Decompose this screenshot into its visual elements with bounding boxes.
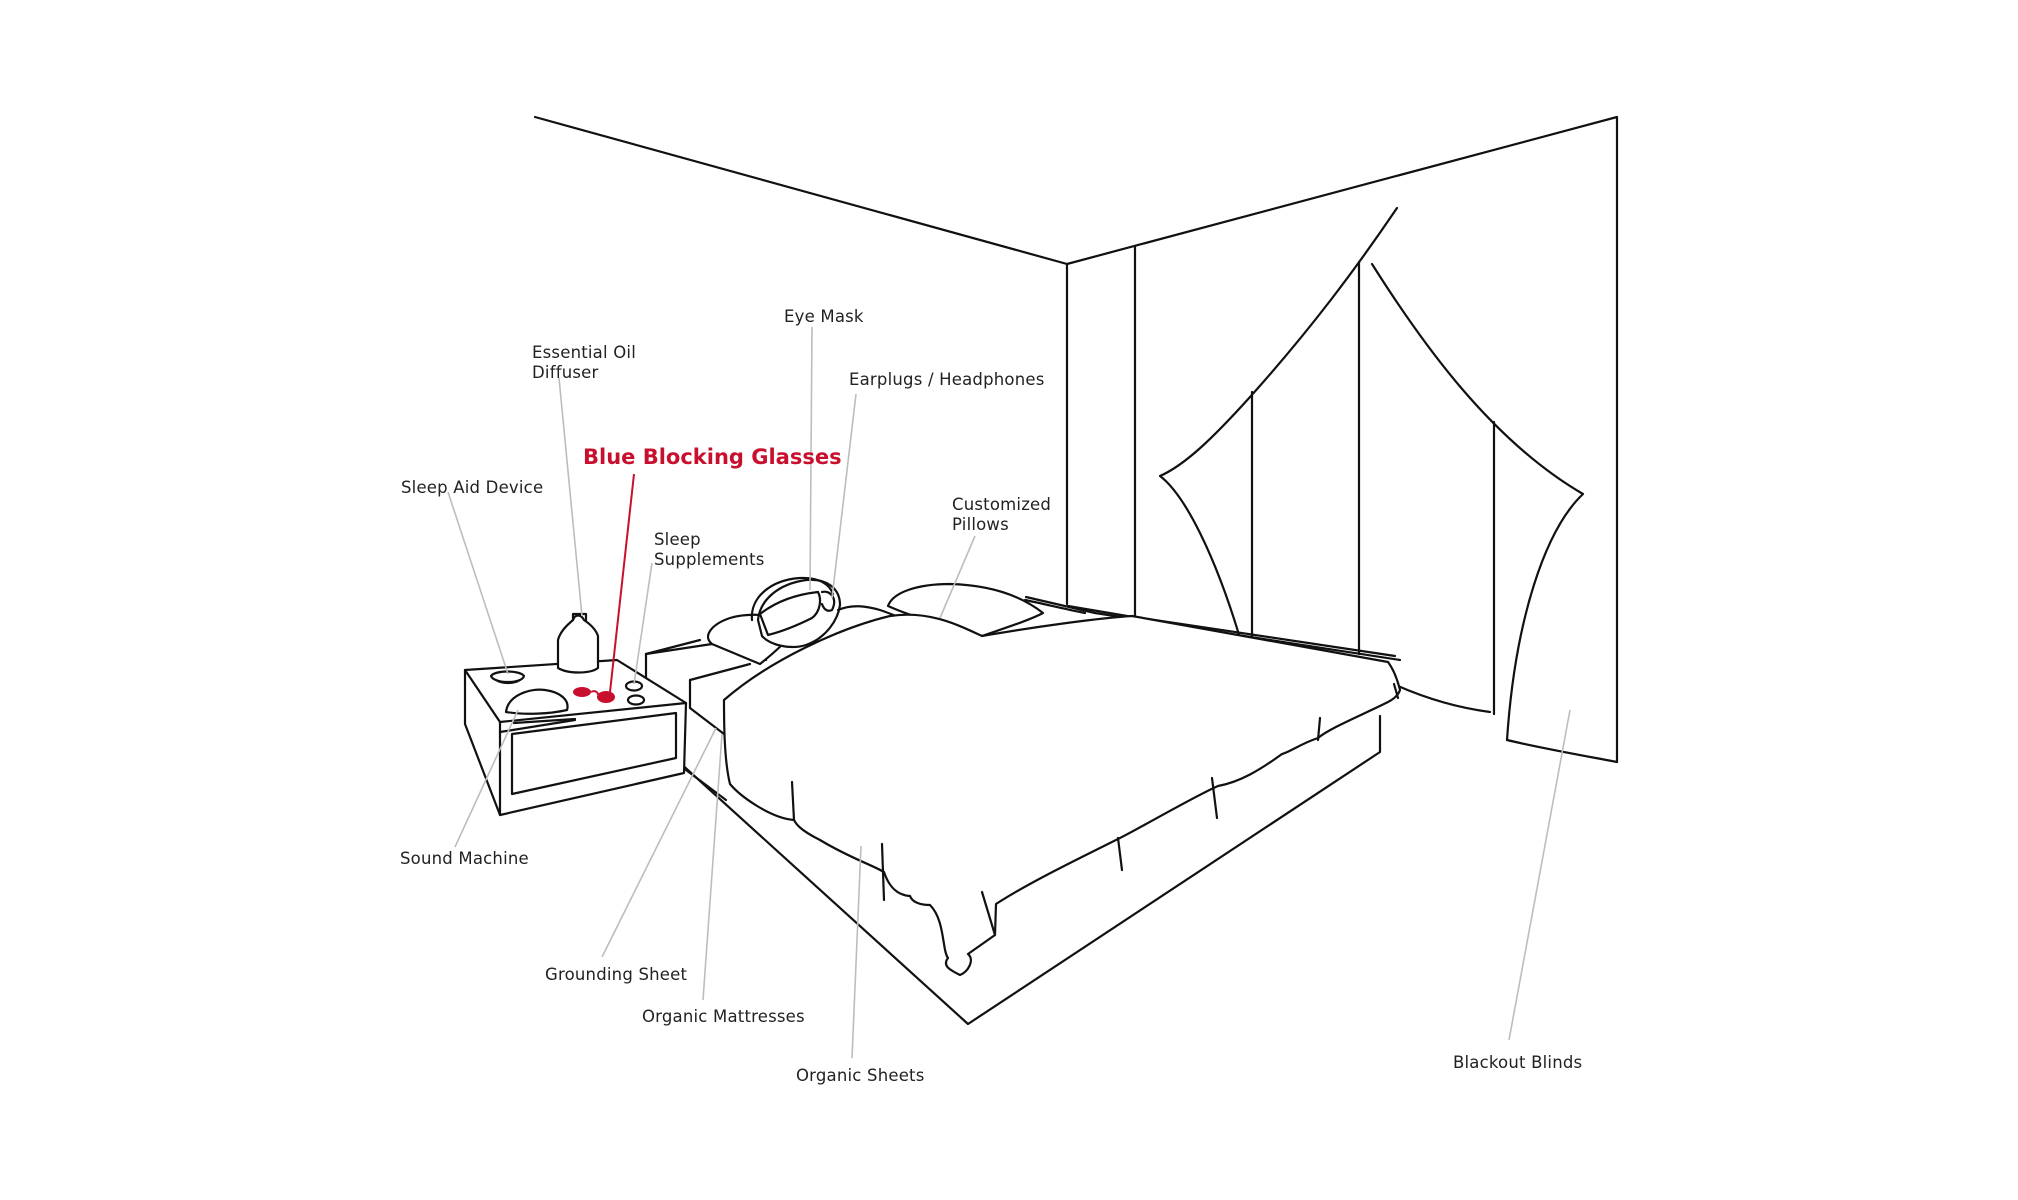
label-blackout-blinds: Blackout Blinds (1453, 1053, 1583, 1072)
leader-lines (447, 326, 1571, 1059)
leader-blue-glasses (609, 473, 635, 693)
nightstand (463, 658, 688, 817)
label-organic-mattresses: Organic Mattresses (642, 1007, 805, 1026)
label-sleep-supplements: Sleep Supplements (654, 530, 765, 569)
leader-supplements (633, 562, 653, 685)
leader-sound-machine (454, 709, 519, 848)
sleeper-head (750, 576, 910, 649)
sleep-aid-device (489, 670, 526, 685)
label-essential-oil-diffuser: Essential Oil Diffuser (532, 343, 636, 382)
label-grounding-sheet: Grounding Sheet (545, 965, 688, 984)
leader-mattresses (702, 733, 723, 1001)
room-walls (533, 115, 1619, 764)
essential-oil-diffuser (556, 612, 600, 674)
leader-earplugs (831, 393, 857, 599)
label-earplugs-headphones: Earplugs / Headphones (849, 370, 1045, 389)
leader-pillows (939, 535, 976, 619)
organic-sheets (722, 613, 1402, 977)
label-eye-mask: Eye Mask (784, 307, 864, 326)
leader-sleep-aid (447, 491, 509, 675)
label-blue-blocking-glasses: Blue Blocking Glasses (583, 445, 842, 469)
label-customized-pillows: Customized Pillows (952, 495, 1052, 534)
label-sleep-aid-device: Sleep Aid Device (401, 478, 544, 497)
leader-sheets (851, 845, 862, 1059)
sound-machine (504, 688, 577, 725)
label-organic-sheets: Organic Sheets (796, 1066, 925, 1085)
leader-eye-mask (809, 326, 813, 591)
leader-grounding-sheet (601, 727, 717, 958)
leader-diffuser (558, 377, 583, 617)
label-sound-machine: Sound Machine (400, 849, 529, 868)
leader-blinds (1508, 709, 1571, 1041)
blue-blocking-glasses (573, 687, 615, 703)
